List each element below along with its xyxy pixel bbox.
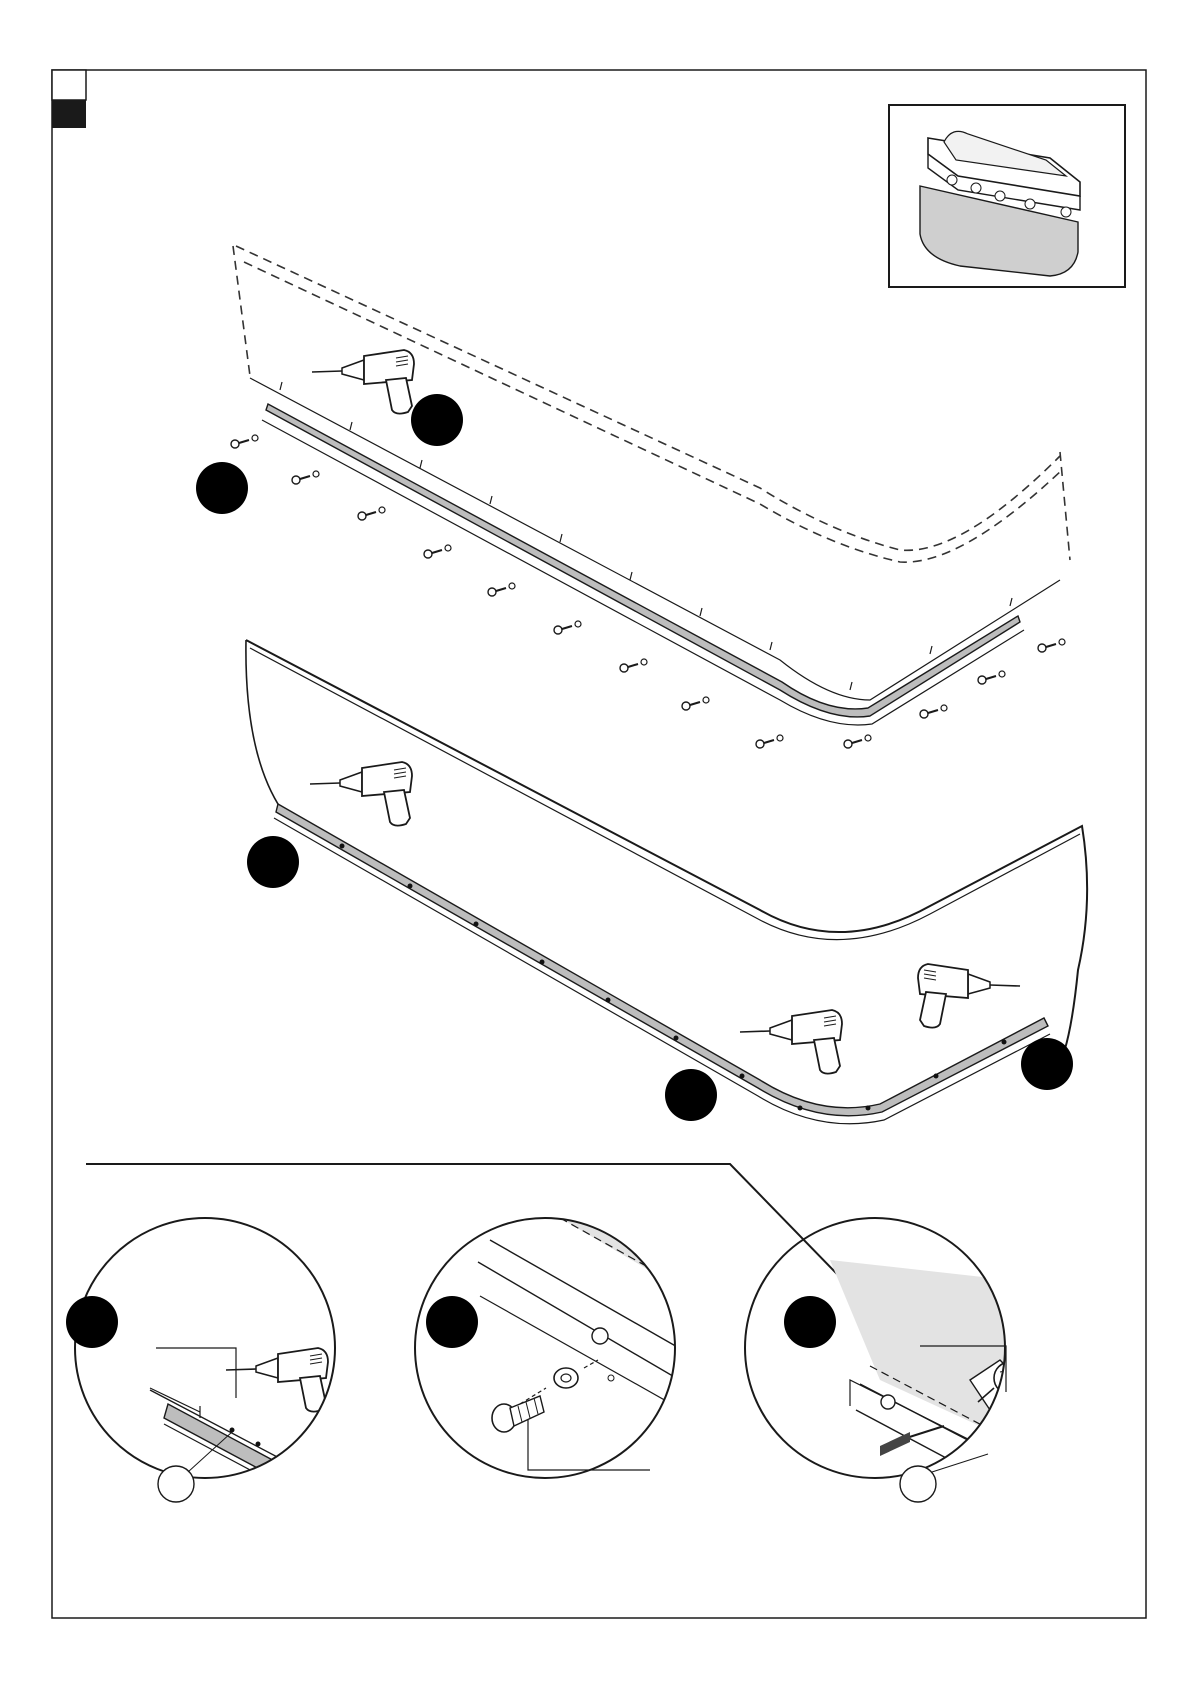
step-marker [1021, 1038, 1073, 1090]
step-marker [247, 836, 299, 888]
detail-view-3 [745, 1218, 1026, 1502]
drill-icon-lower-left [310, 762, 412, 826]
detail-view-1 [66, 1218, 340, 1518]
step-box-empty [52, 70, 86, 100]
step-marker [196, 462, 248, 514]
lower-rail [274, 804, 1050, 1124]
upper-rail [250, 378, 1060, 725]
step-marker [665, 1069, 717, 1121]
step-marker [411, 394, 463, 446]
step-box-filled [52, 100, 86, 128]
step-marker [66, 1296, 118, 1348]
detail-label-circle [900, 1466, 936, 1502]
screw-row [231, 435, 1065, 748]
drill-icon-lower-right [918, 964, 1020, 1028]
step-marker [784, 1296, 836, 1348]
bathtub-inset [889, 105, 1125, 287]
front-panel [246, 640, 1087, 1070]
drill-icon-lower-middle [740, 1010, 842, 1074]
drill-icon-upper [312, 350, 414, 414]
step-marker [426, 1296, 478, 1348]
detail-view-2 [415, 1218, 700, 1478]
